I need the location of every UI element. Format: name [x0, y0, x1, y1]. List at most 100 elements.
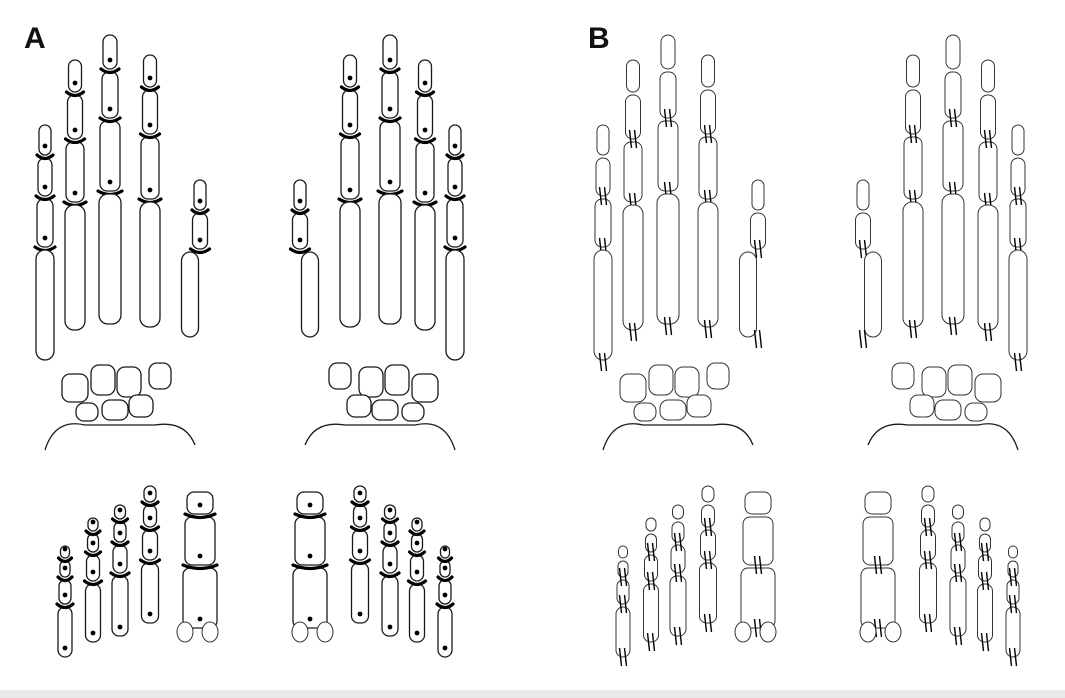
a-right-foot-toe-0-erosion-dot-1: [308, 554, 313, 559]
a-right-hand-finger-1-bone-0: [419, 60, 432, 92]
a-right-hand-finger-2-erosion-dot-0: [388, 58, 393, 63]
a-right-foot-toe-1-erosion-dot-0: [358, 491, 363, 496]
a-right-hand-finger-1-erosion-dot-0: [423, 81, 428, 86]
a-right-foot-toe-3-bone-2: [411, 555, 424, 581]
b-left-hand-carpal-0: [620, 374, 646, 402]
b-right-hand-metacarpal-1: [978, 205, 998, 330]
b-right-foot-toe-0-bone-1: [863, 517, 893, 565]
a-right-foot-toe-4-erosion-dot-0: [443, 547, 448, 552]
a-left-hand-finger-4-erosion-dot-1: [198, 238, 203, 243]
a-right-foot-toe-3-erosion-dot-0: [415, 520, 420, 525]
a-right-foot-sesamoid-0: [317, 622, 333, 642]
a-right-hand-finger-3-bone-1: [343, 90, 358, 134]
b-right-foot-toe-3-bone-1: [980, 534, 991, 552]
a-left-foot-toe-1-erosion-dot-0: [148, 491, 153, 496]
b-left-foot-toe-2-bone-0: [673, 505, 684, 519]
b-left-hand-finger-3-bone-2: [699, 137, 717, 199]
b-left-foot-toe-3-bone-3: [644, 584, 659, 642]
b-left-hand-radius-ulna: [603, 424, 753, 450]
a-right-foot-toe-2-bone-2: [383, 545, 397, 573]
b-left-foot-toe-1-bone-1: [702, 505, 715, 527]
b-left-foot-toe-3-bone-1: [646, 534, 657, 552]
b-left-hand-metacarpal-2: [657, 194, 679, 324]
a-left-foot-toe-3-erosion-dot-1: [91, 541, 96, 546]
a-right-foot-toe-3-erosion-dot-2: [415, 570, 420, 575]
a-left-hand-finger-1-erosion-dot-0: [73, 81, 78, 86]
b-left-hand-carpal-2: [675, 367, 699, 397]
b-right-hand-metacarpal-4: [865, 252, 882, 337]
a-right-hand-finger-0-erosion-dot-0: [453, 144, 458, 149]
a-right-hand-radius-ulna: [305, 424, 455, 450]
a-right-foot-toe-2-erosion-dot-1: [388, 531, 393, 536]
b-left-hand-finger-3-bone-1: [701, 90, 716, 134]
b-left-hand-carpal-4: [660, 400, 686, 420]
b-right-hand-finger-1-bone-1: [981, 95, 996, 139]
a-right-foot-toe-3-erosion-dot-1: [415, 541, 420, 546]
b-right-hand-metacarpal-2: [942, 194, 964, 324]
a-right-foot-toe-0-erosion-dot-2: [308, 617, 313, 622]
a-right-hand-carpal-3: [402, 403, 424, 421]
b-left-hand-metacarpal-1: [623, 205, 643, 330]
b-right-hand-carpal-6: [892, 363, 914, 389]
a-left-hand-finger-0-bone-1: [38, 158, 52, 196]
a-left-hand-carpal-2: [117, 367, 141, 397]
a-right-hand-carpal-4: [372, 400, 398, 420]
b-right-hand-carpal-1: [948, 365, 972, 395]
b-left-hand-metacarpal-3: [698, 202, 718, 327]
b-right-foot-toe-4-bone-3: [1006, 607, 1020, 657]
a-left-foot-toe-1-erosion-dot-2: [148, 549, 153, 554]
b-right-hand-mcp-mark-4: [860, 330, 867, 348]
a-left-hand-carpal-4: [102, 400, 128, 420]
a-left-hand-finger-3-erosion-dot-2: [148, 188, 153, 193]
a-left-hand-carpal-1: [91, 365, 115, 395]
a-left-hand-finger-1-bone-0: [69, 60, 82, 92]
a-right-hand-metacarpal-1: [415, 205, 435, 330]
a-left-hand-finger-4-bone-0: [194, 180, 206, 210]
b-right-hand-carpal-0: [975, 374, 1001, 402]
b-left-hand-finger-4-bone-1: [751, 213, 766, 249]
b-left-hand-carpal-5: [687, 395, 711, 417]
a-left-foot-toe-3-bone-2: [87, 555, 100, 581]
b-left-hand-metacarpal-0: [594, 250, 612, 360]
b-left-hand-finger-0-bone-2: [595, 199, 611, 247]
b-left-hand-finger-1-bone-0: [627, 60, 640, 92]
a-left-hand-metacarpal-0: [36, 250, 54, 360]
b-right-foot-toe-2-bone-2: [951, 545, 965, 573]
a-right-foot-toe-2-erosion-dot-3: [388, 625, 393, 630]
b-right-foot-toe-4-bone-0: [1009, 546, 1018, 558]
b-left-hand-finger-3-bone-0: [702, 55, 715, 87]
a-left-foot-toe-3-erosion-dot-0: [91, 520, 96, 525]
a-right-foot-toe-4-erosion-dot-1: [443, 566, 448, 571]
a-left-hand-finger-4-erosion-dot-0: [198, 199, 203, 204]
b-left-foot-toe-1-bone-3: [700, 563, 717, 623]
b-right-foot-toe-2-bone-3: [950, 576, 966, 636]
b-left-hand-finger-2-bone-1: [660, 72, 676, 118]
b-right-hand-carpal-2: [922, 367, 946, 397]
b-right-foot-toe-0-bone-2: [861, 568, 895, 628]
b-left-hand-carpal-6: [707, 363, 729, 389]
a-right-foot-sesamoid-1: [292, 622, 308, 642]
a-left-foot-toe-4-erosion-dot-3: [63, 646, 68, 651]
b-left-foot-sesamoid-0: [735, 622, 751, 642]
a-left-foot-sesamoid-0: [177, 622, 193, 642]
a-right-hand-finger-3-bone-0: [344, 55, 357, 87]
b-right-hand-finger-3-bone-1: [906, 90, 921, 134]
a-right-hand-finger-4-erosion-dot-0: [298, 199, 303, 204]
a-left-foot-sesamoid-1: [202, 622, 218, 642]
a-left-foot-toe-2-erosion-dot-0: [118, 508, 123, 513]
a-left-foot-toe-2-erosion-dot-2: [118, 562, 123, 567]
a-right-foot-toe-1-erosion-dot-3: [358, 612, 363, 617]
a-right-hand-finger-4-erosion-dot-1: [298, 238, 303, 243]
a-left-hand-finger-2-erosion-dot-0: [108, 58, 113, 63]
a-left-foot-toe-0-erosion-dot-0: [198, 503, 203, 508]
a-right-hand-metacarpal-3: [340, 202, 360, 327]
a-right-hand-finger-4-bone-1: [293, 213, 308, 249]
b-left-hand-carpal-3: [634, 403, 656, 421]
a-left-hand-finger-2-erosion-dot-2: [108, 180, 113, 185]
b-left-hand-mcp-mark-4-stroke-0: [755, 330, 757, 348]
a-left-foot-toe-4-bone-2: [59, 580, 71, 604]
a-left-hand-finger-0-erosion-dot-1: [43, 185, 48, 190]
b-right-foot-toe-3-bone-0: [980, 518, 990, 531]
a-right-hand-metacarpal-2: [379, 194, 401, 324]
b-right-hand-carpal-3: [965, 403, 987, 421]
